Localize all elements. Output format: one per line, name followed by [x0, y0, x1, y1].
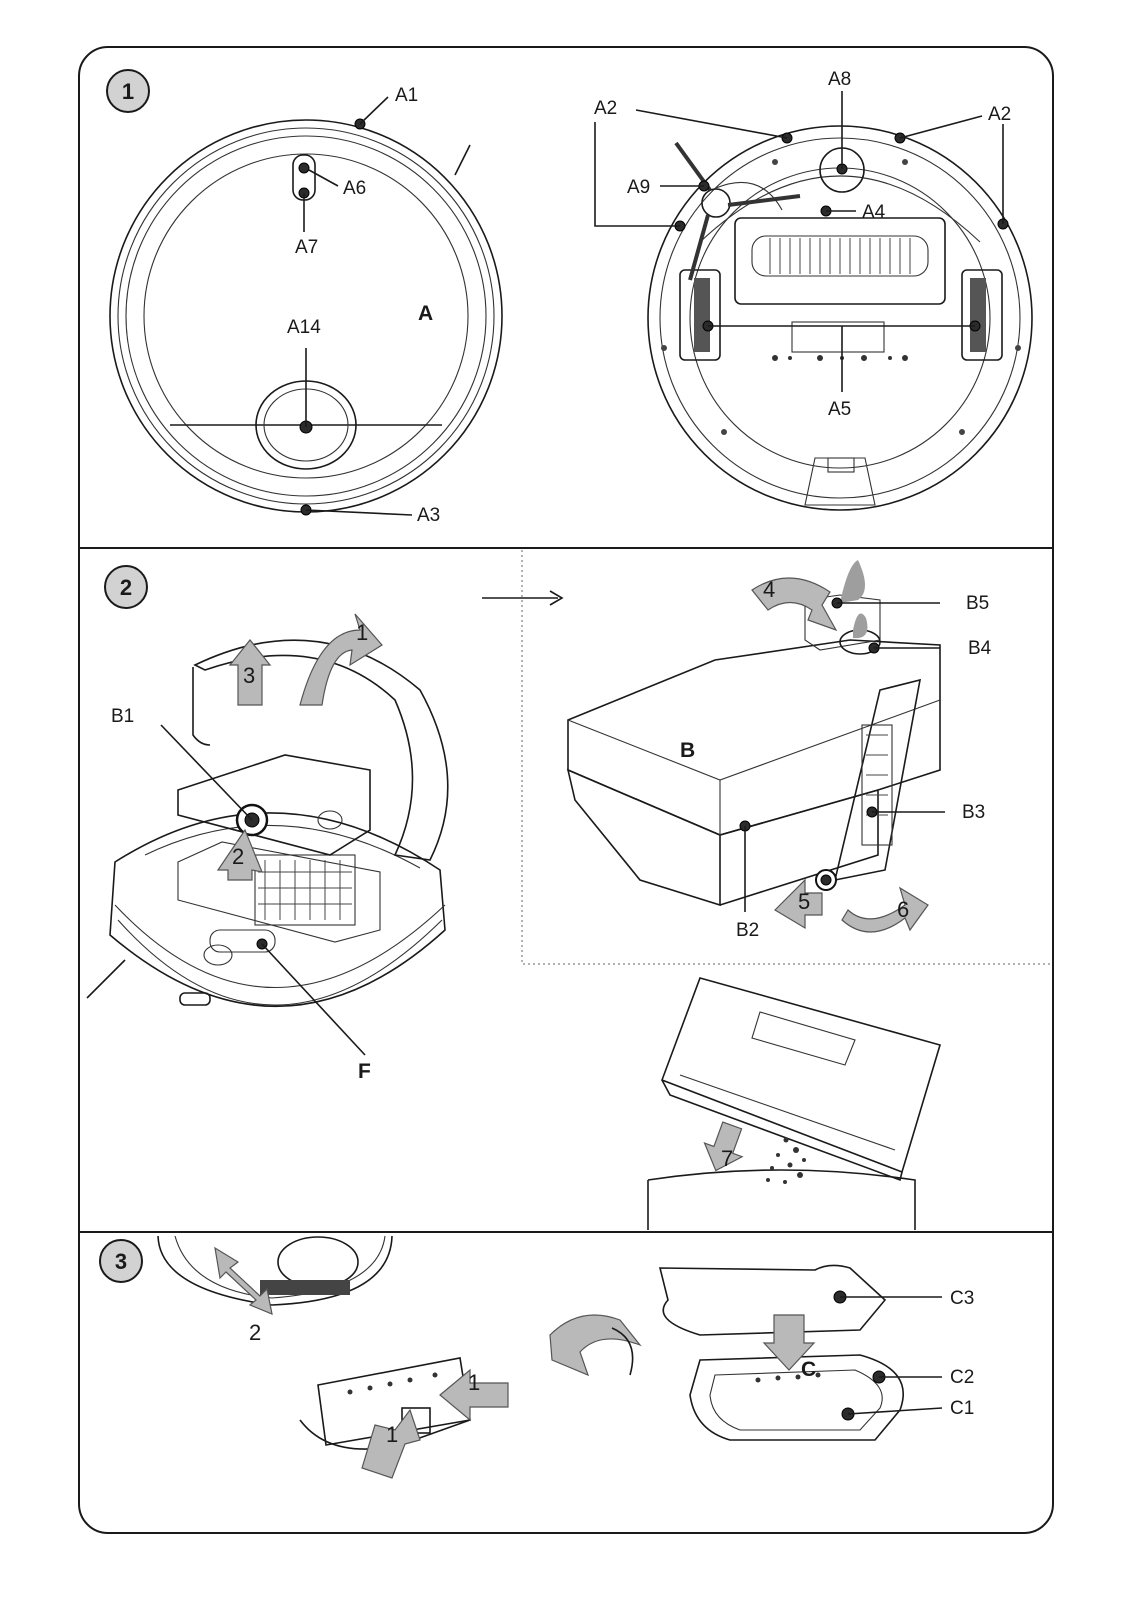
step-7-number: 7 [721, 1146, 733, 1171]
section-badge-1: 1 [106, 69, 150, 113]
diagram-frame [78, 46, 1054, 1534]
step-arrow-2 [216, 828, 263, 881]
label-a14: A14 [287, 317, 321, 338]
step-2-mop-number: 2 [249, 1320, 261, 1345]
label-b2: B2 [736, 920, 759, 941]
svg-text:2: 2 [120, 575, 132, 600]
bin-emptying [647, 977, 942, 1230]
step-arrow-2-mop [214, 1246, 273, 1315]
mop-assembly [658, 1264, 943, 1441]
mop-pad-down-arrow [762, 1314, 816, 1371]
step-arrow-7 [703, 1121, 744, 1172]
step-1b-number: 1 [386, 1422, 398, 1447]
step-2-number: 2 [232, 844, 244, 869]
label-c1: C1 [950, 1398, 974, 1419]
side-brush-hub [701, 188, 731, 218]
main-brush-housing [734, 217, 946, 305]
label-a5: A5 [828, 399, 851, 420]
dustbin [566, 560, 945, 912]
label-b: B [680, 739, 695, 762]
robot-open-lid [86, 639, 449, 1056]
label-a3: A3 [417, 505, 440, 526]
step-arrow-4 [751, 577, 838, 632]
label-b1: B1 [111, 706, 134, 727]
step-5-number: 5 [798, 889, 810, 914]
label-c3: C3 [950, 1288, 974, 1309]
step-4-number: 4 [763, 577, 775, 602]
label-a4: A4 [862, 202, 886, 223]
label-a: A [418, 302, 433, 325]
step-arrow-6 [841, 886, 929, 933]
label-a1: A1 [395, 85, 418, 106]
label-a2-left: A2 [594, 98, 617, 119]
svg-text:3: 3 [115, 1249, 127, 1274]
step-1-number: 1 [356, 620, 368, 645]
robot-top-view [109, 96, 503, 516]
label-a7: A7 [295, 237, 318, 258]
step-6-number: 6 [897, 897, 909, 922]
left-wheel [679, 269, 721, 361]
svg-text:1: 1 [122, 79, 134, 104]
label-c: C [801, 1358, 816, 1381]
label-b4: B4 [968, 638, 992, 659]
robot-bottom-view [594, 91, 1033, 511]
label-a6: A6 [343, 178, 366, 199]
label-a9: A9 [627, 177, 650, 198]
label-a8: A8 [828, 69, 851, 90]
step-3-number: 3 [243, 663, 255, 688]
step-arrow-3 [228, 639, 272, 706]
label-a2-right: A2 [988, 104, 1011, 125]
label-f: F [358, 1060, 371, 1083]
flow-arrow [482, 590, 564, 606]
step-arrow-1-bottom [361, 1408, 421, 1479]
step-arrow-1-right [439, 1368, 509, 1422]
label-b5: B5 [966, 593, 989, 614]
step-arrow-1 [299, 613, 383, 706]
side-brush-bristle [454, 144, 471, 176]
right-wheel [961, 269, 1003, 361]
label-c2: C2 [950, 1367, 974, 1388]
step-arrow-5 [774, 878, 823, 930]
section-badge-3: 3 [99, 1239, 143, 1283]
step-1a-number: 1 [468, 1370, 480, 1395]
rotate-arrow [549, 1314, 642, 1377]
robot-rear-partial [157, 1235, 393, 1306]
label-b3: B3 [962, 802, 985, 823]
section-badge-2: 2 [104, 565, 148, 609]
